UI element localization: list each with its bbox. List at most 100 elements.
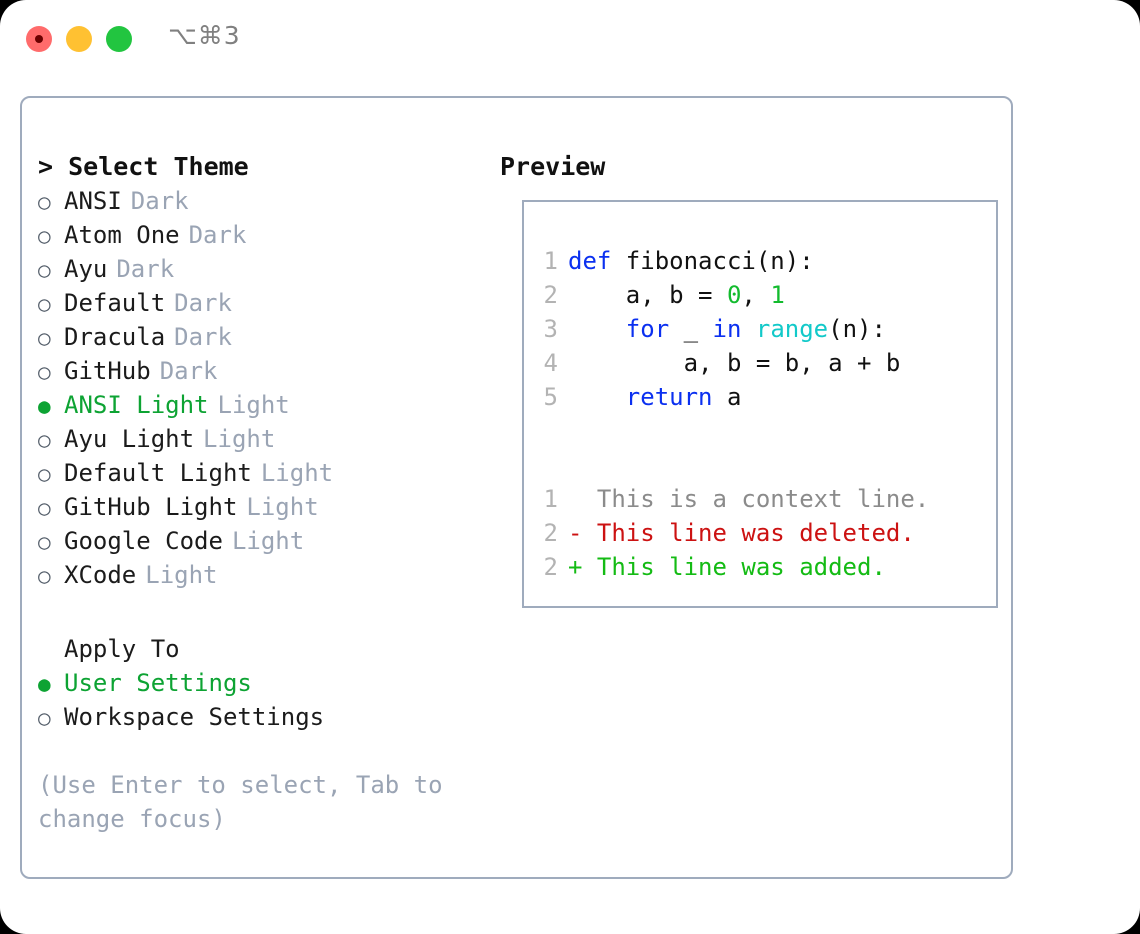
radio-unselected-icon[interactable]: ○ — [38, 462, 51, 486]
code-line: 3 for _ in range(n): — [536, 312, 929, 346]
title-bar: ⌥⌘3 — [0, 0, 1140, 78]
theme-option-google-code[interactable]: ○ Google Code Light — [38, 524, 478, 558]
theme-option-dracula[interactable]: ○ Dracula Dark — [38, 320, 478, 354]
code-token-plain: a, b = b, a + b — [568, 349, 901, 377]
theme-option-label: Dracula — [64, 323, 166, 351]
radio-selected-icon[interactable]: ● — [38, 394, 51, 418]
preview-heading: Preview — [500, 152, 606, 181]
theme-variant-tag: Light — [260, 459, 334, 487]
diff-line-text: This line was deleted. — [596, 519, 915, 547]
code-line: 2 a, b = 0, 1 — [536, 278, 929, 312]
radio-unselected-icon[interactable]: ○ — [38, 292, 51, 316]
theme-option-label: Google Code — [64, 527, 223, 555]
code-token-kw: in — [712, 315, 742, 343]
diff-line-add: 2+ This line was added. — [536, 550, 929, 584]
apply-to-option-label: Workspace Settings — [64, 703, 325, 731]
code-line-number: 2 — [543, 281, 558, 309]
theme-variant-tag: Light — [231, 527, 305, 555]
theme-option-label: Atom One — [64, 221, 180, 249]
diff-marker: - — [568, 519, 597, 547]
select-theme-heading: > Select Theme — [38, 152, 249, 181]
code-token-plain — [568, 315, 626, 343]
radio-unselected-icon[interactable]: ○ — [38, 706, 51, 730]
code-token-kw: def — [568, 247, 626, 275]
theme-option-atom-one[interactable]: ○ Atom One Dark — [38, 218, 478, 252]
diff-line-ctx: 1 This is a context line. — [536, 482, 930, 516]
theme-option-label: GitHub Light — [64, 493, 238, 521]
diff-marker — [568, 485, 597, 513]
code-token-plain — [741, 315, 755, 343]
apply-to-label: Apply To — [64, 635, 180, 663]
radio-unselected-icon[interactable]: ○ — [38, 360, 51, 384]
code-line-number: 3 — [543, 315, 558, 343]
theme-option-label: Ayu — [64, 255, 108, 283]
code-token-plain: _ — [669, 315, 713, 343]
code-token-plain: (n): — [828, 315, 886, 343]
theme-option-label: ANSI — [64, 187, 122, 215]
theme-variant-tag: Dark — [188, 221, 247, 249]
code-line-number: 4 — [543, 349, 558, 377]
code-token-plain: , — [741, 281, 771, 309]
radio-unselected-icon[interactable]: ○ — [38, 564, 51, 588]
code-token-plain: fibonacci(n): — [625, 247, 814, 275]
radio-selected-icon[interactable]: ● — [38, 672, 51, 696]
theme-variant-tag: Light — [217, 391, 290, 419]
radio-unselected-icon[interactable]: ○ — [38, 428, 51, 452]
radio-unselected-icon[interactable]: ○ — [38, 530, 51, 554]
code-token-fn: range — [755, 315, 829, 343]
theme-option-ansi-light[interactable]: ● ANSI Light Light — [38, 388, 478, 422]
minimize-button[interactable] — [66, 26, 92, 52]
radio-unselected-icon[interactable]: ○ — [38, 190, 51, 214]
code-token-plain: a — [712, 383, 742, 411]
radio-unselected-icon[interactable]: ○ — [38, 326, 51, 350]
apply-to-option-user-settings[interactable]: ● User Settings — [38, 666, 478, 700]
code-blank-line — [536, 414, 929, 448]
radio-unselected-icon[interactable]: ○ — [38, 258, 51, 282]
theme-option-label: ANSI Light — [64, 391, 209, 419]
radio-unselected-icon[interactable]: ○ — [38, 224, 51, 248]
code-token-kw: for — [625, 315, 670, 343]
diff-line-del: 2- This line was deleted. — [536, 516, 929, 550]
close-button[interactable] — [26, 26, 52, 52]
theme-option-label: Ayu Light — [64, 425, 195, 453]
apply-to-option-label: User Settings — [64, 669, 252, 697]
keyboard-shortcut-label: ⌥⌘3 — [168, 21, 241, 50]
theme-variant-tag: Dark — [174, 323, 232, 351]
theme-variant-tag: Dark — [159, 357, 218, 385]
code-token-num: 0 — [726, 281, 742, 309]
code-token-kw: return — [625, 383, 713, 411]
theme-variant-tag: Light — [203, 425, 276, 453]
maximize-button[interactable] — [106, 26, 132, 52]
apply-to-section: Apply To ● User Settings ○ Workspace Settin… — [38, 632, 478, 734]
code-blank-line — [536, 448, 929, 482]
theme-option-default[interactable]: ○ Default Dark — [38, 286, 478, 320]
code-line-number: 2 — [543, 519, 558, 547]
theme-option-label: XCode — [64, 561, 137, 589]
code-token-plain: a, b = — [568, 281, 727, 309]
diff-marker: + — [568, 553, 597, 581]
theme-option-label: Default — [64, 289, 166, 317]
radio-unselected-icon[interactable]: ○ — [38, 496, 51, 520]
code-line-number: 5 — [543, 383, 558, 411]
theme-variant-tag: Dark — [130, 187, 189, 215]
code-token-num: 1 — [770, 281, 785, 309]
code-token-plain — [568, 383, 626, 411]
theme-option-ayu-light[interactable]: ○ Ayu Light Light — [38, 422, 478, 456]
apply-to-option-workspace-settings[interactable]: ○ Workspace Settings — [38, 700, 478, 734]
theme-variant-tag: Dark — [174, 289, 232, 317]
code-line-number: 1 — [543, 247, 558, 275]
code-line: 4 a, b = b, a + b — [536, 346, 929, 380]
theme-option-ansi[interactable]: ○ ANSI Dark — [38, 184, 478, 218]
diff-line-text: This line was added. — [596, 553, 886, 581]
diff-line-text: This is a context line. — [596, 485, 930, 513]
